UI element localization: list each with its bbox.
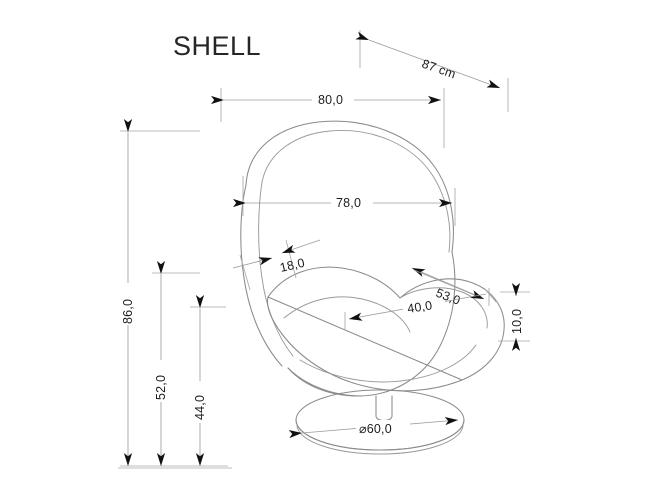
dimension-label-44: 44,0 [193,395,207,420]
chair-shell-outline [240,120,505,455]
dimension-label-base-diameter: ⌀60,0 [359,422,392,436]
dimension-40: 40,0 [344,288,490,330]
dimension-label-87cm: 87 cm [420,57,458,82]
dimension-86: 86,0 [118,119,228,467]
dimension-80: 80,0 [211,88,445,148]
dimension-18: 18,0 [232,239,321,291]
drawing-title: SHELL [173,31,261,61]
dimension-label-52: 52,0 [154,375,168,400]
dimension-label-18: 18,0 [279,256,307,275]
dimension-label-80: 80,0 [318,93,343,107]
dimension-44: 44,0 [190,295,226,466]
dimension-label-78: 78,0 [336,196,361,210]
dimension-label-40: 40,0 [406,298,433,316]
dimension-base-diameter: ⌀60,0 [288,416,459,439]
dimension-10: 10,0 [498,283,530,351]
dimension-label-86: 86,0 [121,299,135,324]
dimension-label-10: 10,0 [510,309,524,334]
dimension-78: 78,0 [233,176,456,226]
dimension-52: 52,0 [151,261,200,466]
